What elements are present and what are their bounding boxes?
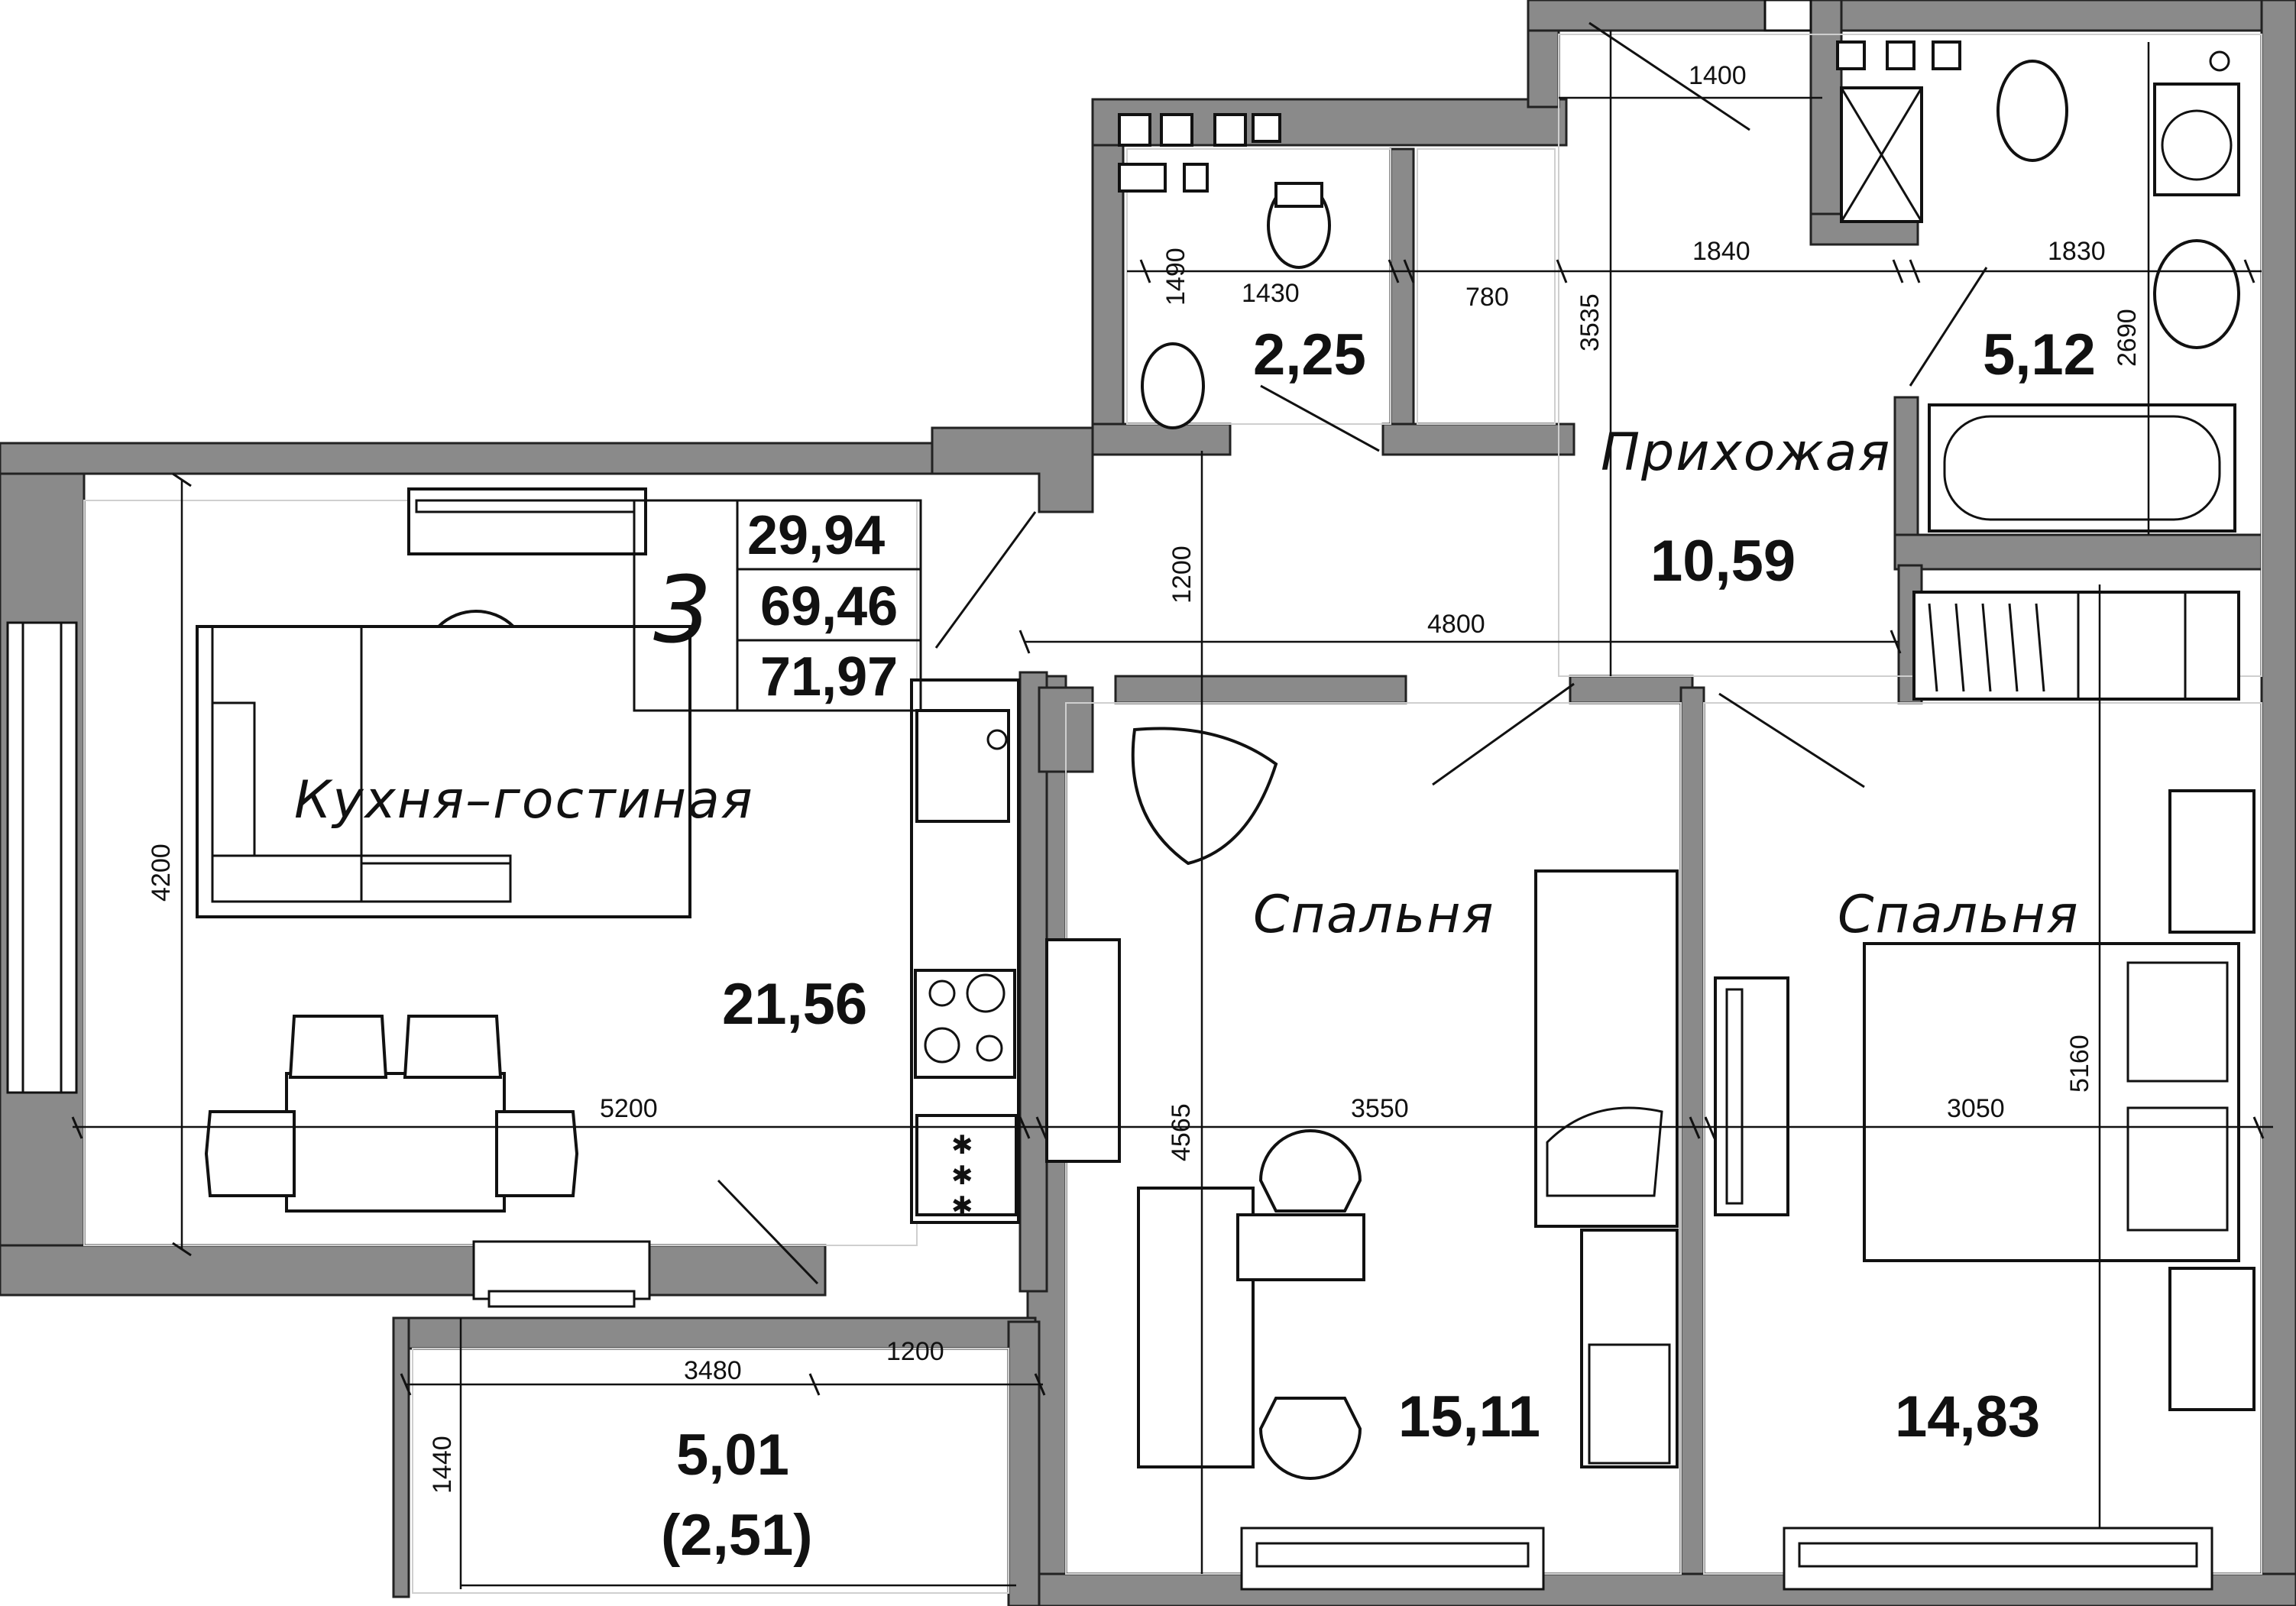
window-icon xyxy=(1763,0,1812,32)
hall-area: 10,59 xyxy=(1650,529,1796,594)
doors xyxy=(717,21,1988,1285)
bedroom2-furniture xyxy=(1714,789,2256,1411)
dim-3535: 3535 xyxy=(1575,293,1605,351)
dim-4800: 4800 xyxy=(1427,610,1485,639)
bedroom1-area: 15,11 xyxy=(1398,1384,1540,1449)
dim-1200-horizontal: 1200 xyxy=(886,1337,944,1366)
windows xyxy=(6,0,2213,1591)
bathroom-area: 5,12 xyxy=(1983,322,2096,387)
window-icon xyxy=(472,1240,651,1300)
dim-5160: 5160 xyxy=(2065,1035,2094,1093)
dim-1440: 1440 xyxy=(428,1436,457,1494)
dim-1840: 1840 xyxy=(1692,237,1750,266)
bedroom1-furniture xyxy=(1045,727,1679,1480)
dim-3050: 3050 xyxy=(1947,1094,2005,1123)
room-count: 3 xyxy=(653,558,711,664)
svg-text:✱: ✱ xyxy=(951,1161,973,1190)
living-area-value: 29,94 xyxy=(747,505,885,566)
toilet-icon xyxy=(1996,60,2068,162)
total-area-value: 69,46 xyxy=(760,576,898,637)
bathroom-fixtures xyxy=(1836,40,2240,533)
balcony-area: 5,01 xyxy=(676,1423,789,1488)
balcony-area-reduced: (2,51) xyxy=(661,1503,813,1568)
svg-text:✱: ✱ xyxy=(951,1192,973,1221)
chair-icon xyxy=(288,1015,388,1079)
dim-3480: 3480 xyxy=(684,1356,742,1385)
dim-3550: 3550 xyxy=(1351,1094,1409,1123)
chair-icon xyxy=(1258,1397,1362,1480)
room-labels: Кухня–гостиная 21,56 Прихожая 10,59 2,25… xyxy=(294,322,2096,1568)
bed-icon xyxy=(1534,869,1679,1228)
wc-fixtures xyxy=(1118,113,1331,429)
bedroom2-area: 14,83 xyxy=(1895,1384,2040,1449)
dimension-lines xyxy=(71,31,2273,1589)
dim-5200: 5200 xyxy=(600,1094,658,1123)
bed-icon xyxy=(1863,942,2240,1262)
sink-icon xyxy=(1141,342,1205,429)
summary-box: 3 29,94 69,46 71,97 xyxy=(633,499,922,712)
wc-area: 2,25 xyxy=(1253,322,1366,387)
door-swing-icon xyxy=(717,1179,819,1285)
dim-1400: 1400 xyxy=(1689,61,1747,90)
hall-wardrobe xyxy=(1912,591,2240,701)
dim-4200: 4200 xyxy=(147,843,176,902)
door-swing-icon xyxy=(1909,267,1988,387)
dim-1490: 1490 xyxy=(1161,248,1190,306)
dim-780: 780 xyxy=(1465,283,1509,312)
dim-1430: 1430 xyxy=(1242,279,1300,308)
sink-icon xyxy=(915,709,1010,823)
door-swing-icon xyxy=(1718,692,1865,788)
total-with-balcony-value: 71,97 xyxy=(760,646,898,707)
dimension-labels: 1400 1840 1830 1490 1430 780 3535 2690 1… xyxy=(147,61,2142,1494)
stove-burner-icon xyxy=(914,969,1016,1079)
table-icon xyxy=(285,1072,506,1213)
dim-1200-vertical: 1200 xyxy=(1167,546,1197,604)
sofa-icon xyxy=(196,625,691,918)
chair-icon xyxy=(495,1110,579,1197)
dim-2690: 2690 xyxy=(2113,309,2142,367)
sink-icon xyxy=(2153,239,2240,349)
dim-1830: 1830 xyxy=(2048,237,2106,266)
door-swing-icon xyxy=(934,511,1037,649)
dim-4565: 4565 xyxy=(1167,1103,1196,1161)
door-swing-icon xyxy=(1432,682,1575,786)
door-swing-icon xyxy=(1260,384,1380,452)
armchair-icon xyxy=(1131,727,1278,866)
hall-name: Прихожая xyxy=(1601,423,1891,483)
chair-icon xyxy=(403,1015,503,1079)
bathtub-icon xyxy=(1928,403,2236,533)
chair-icon xyxy=(204,1110,296,1197)
door-swing-icon xyxy=(1588,21,1750,131)
kitchen-area: 21,56 xyxy=(722,972,867,1037)
table-icon xyxy=(1137,1187,1255,1468)
bedroom2-name: Спальня xyxy=(1838,885,2080,945)
bedroom1-name: Спальня xyxy=(1253,885,1495,945)
kitchen-name: Кухня–гостиная xyxy=(294,770,754,831)
chair-icon xyxy=(1258,1129,1362,1213)
svg-text:✱: ✱ xyxy=(951,1131,973,1160)
kitchen-furniture: ✱ ✱ ✱ xyxy=(196,487,1020,1224)
